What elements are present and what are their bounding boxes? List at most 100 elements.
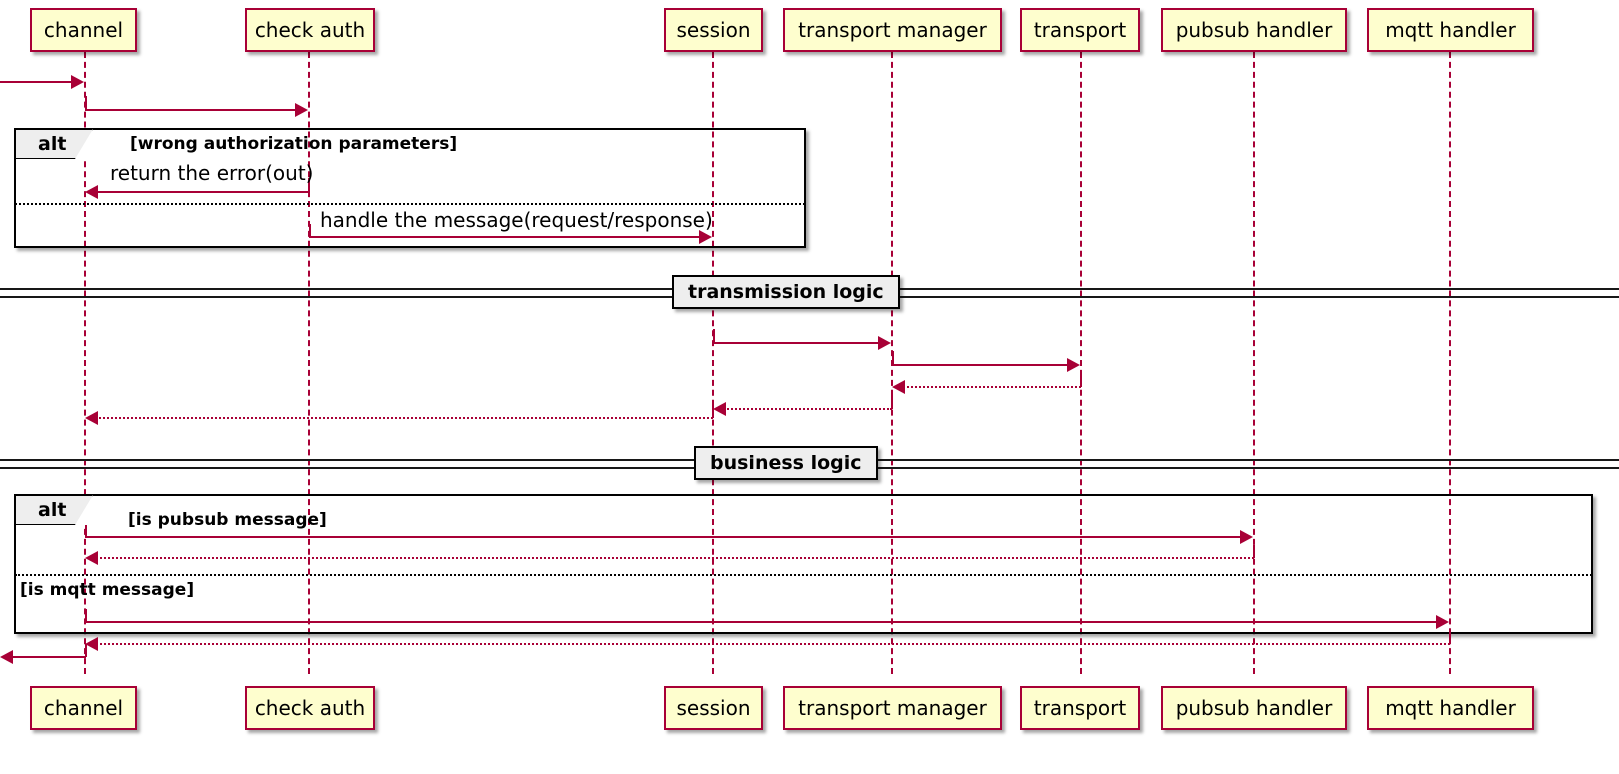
message-line-m7 [903, 386, 1081, 388]
divider-rule-business-right [864, 459, 1619, 469]
participant-label: mqtt handler [1385, 696, 1516, 720]
lifeline-pubsub-handler [1253, 52, 1255, 674]
arrow-head-m10 [1240, 530, 1253, 544]
participant-channel-bottom[interactable]: channel [30, 686, 137, 730]
message-line-m4 [309, 236, 700, 238]
message-stub-m4 [309, 224, 311, 237]
message-line-m5 [713, 342, 879, 344]
message-stub-m13 [1449, 631, 1451, 644]
fragment-alt-auth-separator [15, 203, 805, 205]
guard-text: [is pubsub message] [128, 510, 327, 530]
fragment-alt-business-separator [15, 574, 1592, 576]
participant-label: transport manager [798, 696, 987, 720]
arrow-head-m9 [85, 411, 98, 425]
participant-label: check auth [254, 18, 366, 42]
message-stub-m2 [85, 96, 87, 110]
message-line-m11 [96, 557, 1254, 559]
message-text: handle the message(request/response) [320, 208, 713, 232]
participant-mqtt-handler-bottom[interactable]: mqtt handler [1367, 686, 1534, 730]
arrow-head-m13 [85, 637, 98, 651]
participant-check-auth-top[interactable]: check auth [245, 8, 375, 52]
participant-label: transport manager [798, 18, 987, 42]
message-stub-m10 [85, 524, 87, 537]
message-line-m2 [85, 109, 296, 111]
participant-check-auth-bottom[interactable]: check auth [245, 686, 375, 730]
message-stub-m3 [308, 178, 310, 192]
message-line-m13 [96, 643, 1450, 645]
fragment-alt-business-operator: alt [15, 495, 94, 525]
lifeline-check-auth [308, 52, 310, 674]
participant-pubsub-handler-top[interactable]: pubsub handler [1161, 8, 1347, 52]
message-stub-m9 [712, 404, 714, 418]
lifeline-session [712, 52, 714, 674]
participant-transport-manager-bottom[interactable]: transport manager [783, 686, 1002, 730]
arrow-head-m8 [713, 402, 726, 416]
fragment-alt-business [14, 494, 1593, 634]
arrow-head-m7 [892, 380, 905, 394]
participant-transport-bottom[interactable]: transport [1020, 686, 1140, 730]
participant-label: channel [43, 18, 124, 42]
guard-text: [wrong authorization parameters] [130, 134, 458, 154]
lifeline-channel [84, 52, 86, 674]
message-line-m3 [96, 191, 310, 193]
participant-pubsub-handler-bottom[interactable]: pubsub handler [1161, 686, 1347, 730]
divider-transmission-logic: transmission logic [672, 275, 900, 309]
message-label-m4: handle the message(request/response) [320, 208, 713, 232]
arrow-head-m1 [71, 75, 84, 89]
participant-transport-manager-top[interactable]: transport manager [783, 8, 1002, 52]
message-line-m14 [11, 656, 86, 658]
fragment-alt-auth-operator: alt [15, 129, 94, 159]
participant-label: session [676, 696, 751, 720]
participant-label: check auth [254, 696, 366, 720]
participant-label: pubsub handler [1175, 18, 1333, 42]
divider-label: transmission logic [688, 281, 884, 303]
message-stub-m5 [713, 329, 715, 343]
message-stub-m7 [1080, 373, 1082, 387]
fragment-alt-business-guard-2: [is mqtt message] [20, 580, 194, 600]
message-label-m3: return the error(out) [110, 161, 313, 185]
fragment-alt-auth [14, 128, 806, 248]
divider-rule-business-left [0, 459, 702, 469]
message-line-m9 [96, 417, 713, 419]
participant-channel-top[interactable]: channel [30, 8, 137, 52]
participant-label: mqtt handler [1385, 18, 1516, 42]
message-line-m6 [892, 364, 1068, 366]
message-stub-m8 [891, 395, 893, 409]
divider-label: business logic [710, 452, 862, 474]
divider-rule-transmission-left [0, 288, 680, 298]
fragment-alt-auth-guard-1: [wrong authorization parameters] [130, 134, 457, 154]
participant-session-top[interactable]: session [664, 8, 763, 52]
arrow-head-m11 [85, 551, 98, 565]
arrow-head-m5 [878, 336, 891, 350]
participant-label: channel [43, 696, 124, 720]
message-stub-m14 [85, 644, 87, 657]
message-line-m12 [85, 621, 1437, 623]
message-stub-m11 [1253, 545, 1255, 558]
message-line-m10 [85, 536, 1241, 538]
participant-label: pubsub handler [1175, 696, 1333, 720]
participant-transport-top[interactable]: transport [1020, 8, 1140, 52]
arrow-head-m4 [699, 230, 712, 244]
message-line-m1 [0, 81, 72, 83]
arrow-head-m2 [295, 103, 308, 117]
lifeline-mqtt-handler [1449, 52, 1451, 674]
participant-mqtt-handler-top[interactable]: mqtt handler [1367, 8, 1534, 52]
divider-rule-transmission-right [886, 288, 1619, 298]
message-stub-m12 [85, 609, 87, 622]
arrow-head-m3 [85, 185, 98, 199]
arrow-head-m14 [0, 650, 13, 664]
message-stub-m6 [892, 351, 894, 365]
message-line-m8 [724, 408, 892, 410]
arrow-head-m6 [1067, 358, 1080, 372]
participant-label: transport [1033, 18, 1127, 42]
participant-label: transport [1033, 696, 1127, 720]
arrow-head-m12 [1436, 615, 1449, 629]
guard-text: [is mqtt message] [20, 580, 195, 600]
fragment-alt-business-guard-1: [is pubsub message] [128, 510, 327, 530]
message-text: return the error(out) [110, 161, 314, 185]
fragment-operator-label: alt [38, 133, 67, 155]
lifeline-transport [1080, 52, 1082, 674]
participant-label: session [676, 18, 751, 42]
participant-session-bottom[interactable]: session [664, 686, 763, 730]
